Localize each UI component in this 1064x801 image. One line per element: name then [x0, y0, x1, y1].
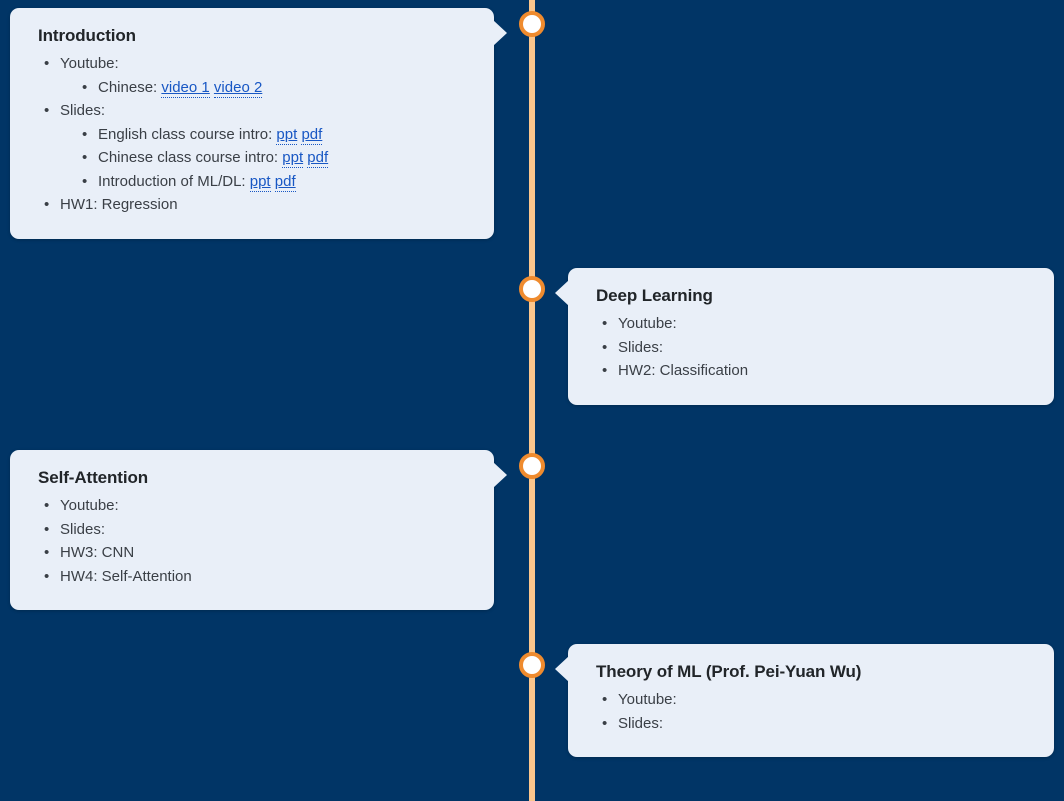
- list-item-label: English class course intro:: [98, 125, 273, 143]
- card-item-list: Youtube: Slides: HW3: CNN HW4: Self-Attenti…: [38, 494, 472, 588]
- nested-list: English class course intro: ppt pdfChine…: [76, 123, 472, 194]
- card-item-list: Youtube: Slides: HW2: Classification: [596, 312, 1032, 383]
- resource-link-pdf[interactable]: pdf: [307, 149, 329, 168]
- list-item-label: Youtube:: [60, 55, 119, 72]
- list-item-label: HW3: CNN: [60, 544, 135, 561]
- card-title: Theory of ML (Prof. Pei-Yuan Wu): [596, 662, 862, 681]
- list-item-label: Chinese:: [98, 78, 158, 96]
- resource-link-ppt[interactable]: ppt: [282, 149, 304, 168]
- timeline-card-self-attention: Self-AttentionYoutube: Slides: HW3: CNN HW4…: [10, 450, 507, 610]
- list-item: Slides:: [596, 712, 1032, 736]
- resource-link-ppt[interactable]: ppt: [276, 125, 298, 145]
- card-title: Self-Attention: [38, 468, 149, 487]
- list-item-label: Youtube:: [618, 315, 677, 332]
- list-item: Introduction of ML/DL: ppt pdf: [76, 170, 472, 194]
- list-item: Youtube: Chinese: video 1 video 2: [38, 52, 472, 99]
- resource-link-pdf[interactable]: pdf: [301, 125, 323, 145]
- card-title: Introduction: [38, 26, 136, 45]
- list-item: English class course intro: ppt pdf: [76, 123, 472, 147]
- list-item-label: Slides:: [60, 520, 106, 538]
- resource-link-pdf[interactable]: pdf: [274, 172, 296, 192]
- list-item-label: Youtube:: [60, 497, 119, 514]
- list-item-text: HW2: Classification: [618, 362, 748, 379]
- list-item-label: HW1: Regression: [60, 196, 178, 213]
- resource-link-video-2[interactable]: video 2: [213, 78, 263, 98]
- list-item: Chinese: video 1 video 2: [76, 76, 472, 100]
- list-item-text: Youtube:: [60, 55, 119, 72]
- list-item-text: Youtube:: [60, 497, 119, 514]
- list-item-label: Slides:: [60, 102, 106, 119]
- list-item-label: Slides:: [618, 714, 664, 732]
- card-pointer-arrow-icon: [493, 462, 507, 488]
- list-item: Youtube:: [38, 494, 472, 518]
- list-item-label: Youtube:: [618, 691, 677, 708]
- card-pointer-arrow-icon: [555, 656, 569, 682]
- list-item-text: Slides:: [60, 521, 105, 538]
- marker-deep-learning: [519, 276, 545, 302]
- list-item-text: HW1: Regression: [60, 196, 178, 213]
- list-item: HW1: Regression: [38, 193, 472, 217]
- timeline-card-deep-learning: Deep LearningYoutube: Slides: HW2: Classif…: [555, 268, 1054, 405]
- list-item-text: Chinese: video 1 video 2: [98, 78, 263, 98]
- list-item: Slides:: [38, 518, 472, 542]
- card-pointer-arrow-icon: [555, 280, 569, 306]
- timeline-card-introduction: IntroductionYoutube: Chinese: video 1 vid…: [10, 8, 507, 239]
- list-item: Slides:: [596, 336, 1032, 360]
- marker-self-attention: [519, 453, 545, 479]
- card-item-list: Youtube: Slides:: [596, 688, 1032, 735]
- list-item-label: HW2: Classification: [618, 362, 749, 379]
- timeline-card-theory-of-ml: Theory of ML (Prof. Pei-Yuan Wu) Youtube:…: [555, 644, 1054, 757]
- nested-list: Chinese: video 1 video 2: [76, 76, 472, 100]
- timeline-spine-line: [529, 0, 535, 801]
- list-item: Youtube:: [596, 312, 1032, 336]
- card-pointer-arrow-icon: [493, 20, 507, 46]
- list-item-label: Slides:: [618, 338, 664, 356]
- card-title: Deep Learning: [596, 286, 713, 305]
- list-item: Youtube:: [596, 688, 1032, 712]
- list-item-label: Introduction of ML/DL:: [98, 172, 246, 190]
- list-item: HW2: Classification: [596, 359, 1032, 383]
- list-item-label: HW4: Self-Attention: [60, 567, 192, 585]
- list-item-text: Slides:: [618, 339, 663, 356]
- list-item-text: HW3: CNN: [60, 544, 134, 561]
- list-item-text: Youtube:: [618, 315, 677, 332]
- list-item: HW3: CNN: [38, 541, 472, 565]
- marker-theory-of-ml: [519, 652, 545, 678]
- list-item-text: Slides:: [60, 102, 105, 119]
- list-item: HW4: Self-Attention: [38, 565, 472, 589]
- list-item: Slides: English class course intro: ppt p…: [38, 99, 472, 193]
- list-item-text: HW4: Self-Attention: [60, 568, 192, 585]
- resource-link-video-1[interactable]: video 1: [161, 78, 210, 98]
- list-item-text: Introduction of ML/DL: ppt pdf: [98, 172, 296, 192]
- list-item-text: Youtube:: [618, 691, 677, 708]
- list-item: Chinese class course intro: ppt pdf: [76, 146, 472, 170]
- list-item-text: English class course intro: ppt pdf: [98, 125, 323, 145]
- list-item-label: Chinese class course intro:: [98, 149, 279, 166]
- marker-introduction: [519, 11, 545, 37]
- list-item-text: Slides:: [618, 715, 663, 732]
- list-item-text: Chinese class course intro: ppt pdf: [98, 149, 329, 168]
- resource-link-ppt[interactable]: ppt: [249, 172, 271, 192]
- card-item-list: Youtube: Chinese: video 1 video 2 Slides: E…: [38, 52, 472, 217]
